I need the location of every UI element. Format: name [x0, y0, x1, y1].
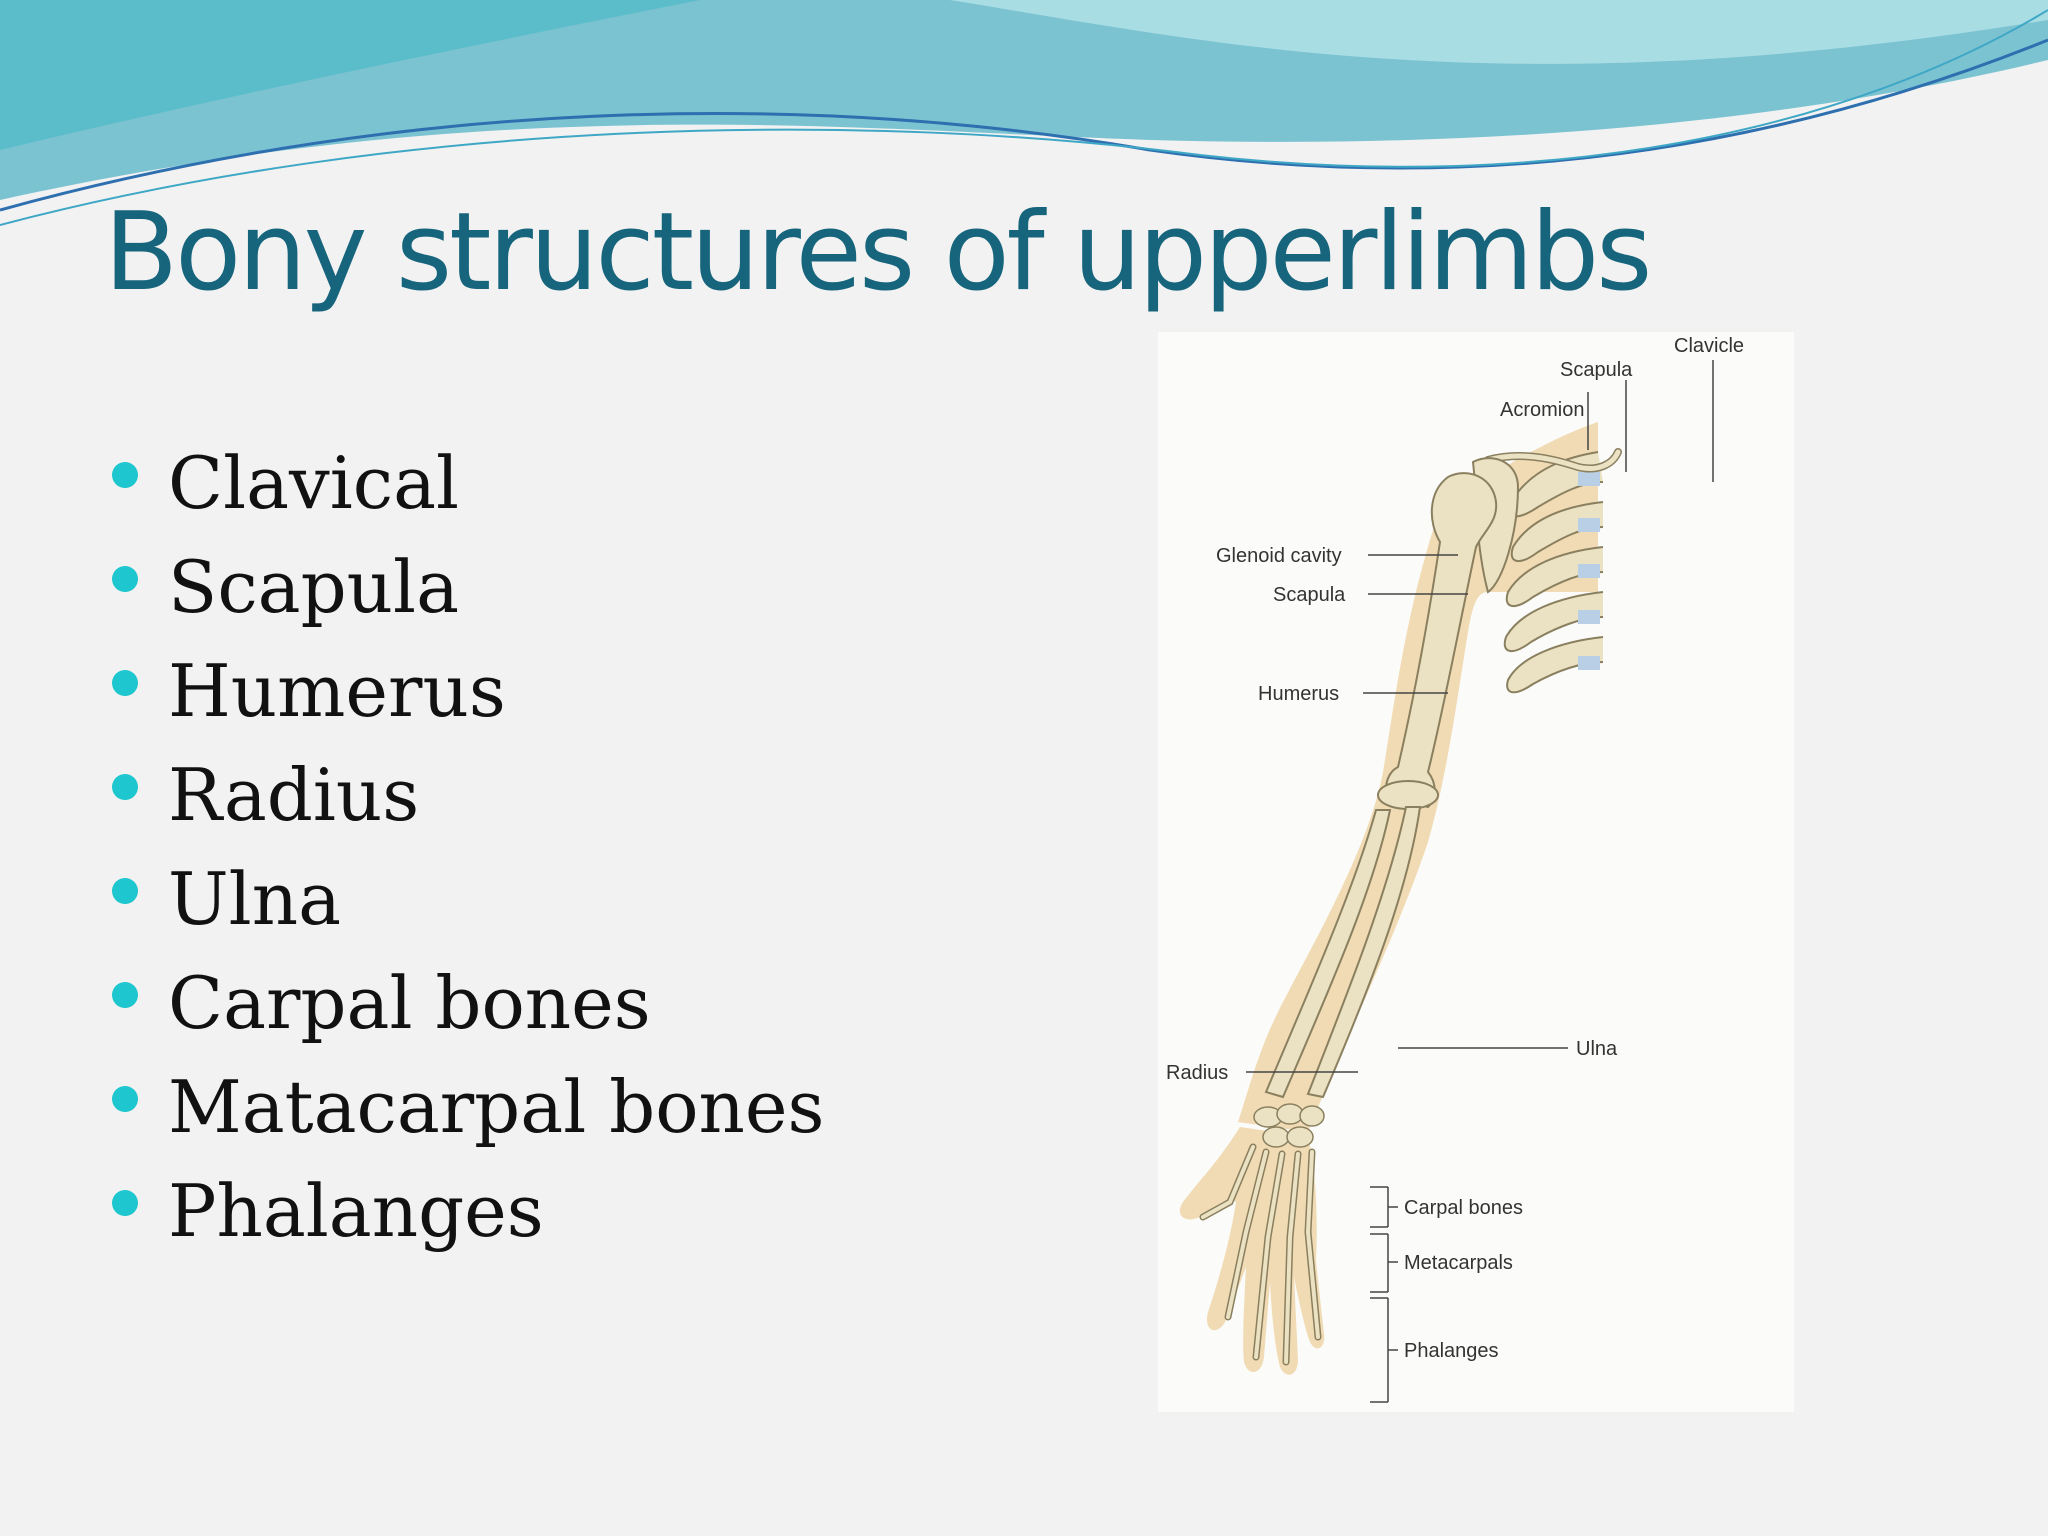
bullet-dot-icon	[112, 1190, 138, 1216]
label-phalanges: Phalanges	[1404, 1340, 1499, 1362]
label-ulna: Ulna	[1576, 1038, 1618, 1060]
bullet-dot-icon	[112, 1086, 138, 1112]
hand-silhouette	[1179, 1127, 1325, 1375]
bullet-item: Clavical	[110, 438, 824, 542]
bullet-item: Phalanges	[110, 1166, 824, 1270]
label-glenoid-cavity: Glenoid cavity	[1216, 545, 1342, 567]
bullet-dot-icon	[112, 774, 138, 800]
bullet-text: Ulna	[168, 857, 342, 941]
ulna-bone	[1306, 806, 1422, 1099]
bullet-item: Humerus	[110, 646, 824, 750]
bullet-text: Phalanges	[168, 1169, 544, 1253]
costal-cartilage	[1578, 472, 1600, 670]
label-scapula-top: Scapula	[1560, 359, 1633, 381]
label-leader-lines	[1246, 360, 1714, 1403]
bullet-text: Clavical	[168, 441, 460, 525]
header-wave-decoration	[0, 0, 2048, 226]
bullet-dot-icon	[112, 878, 138, 904]
bullet-text: Matacarpal bones	[168, 1065, 825, 1149]
bullet-text: Humerus	[168, 649, 506, 733]
label-scapula-side: Scapula	[1273, 584, 1346, 606]
label-acromion: Acromion	[1500, 399, 1584, 421]
label-carpal-bones: Carpal bones	[1404, 1197, 1523, 1219]
slide-title: Bony structures of upperlimbs	[104, 190, 1652, 315]
clavicle-bone-fill	[1485, 449, 1621, 471]
bullet-item: Ulna	[110, 854, 824, 958]
label-radius: Radius	[1166, 1062, 1228, 1084]
bullet-dot-icon	[112, 670, 138, 696]
elbow-joint	[1377, 780, 1439, 810]
bullet-item: Radius	[110, 750, 824, 854]
label-metacarpals: Metacarpals	[1404, 1252, 1513, 1274]
bullet-dot-icon	[112, 566, 138, 592]
hand-bones-fill	[1201, 1145, 1320, 1364]
bullet-text: Carpal bones	[168, 961, 651, 1045]
bullet-item: Carpal bones	[110, 958, 824, 1062]
bullet-dot-icon	[112, 982, 138, 1008]
bullet-dot-icon	[112, 462, 138, 488]
carpal-bones	[1253, 1103, 1325, 1148]
radius-bone	[1264, 809, 1392, 1099]
arm-anatomy-illustration: Clavicle Scapula Acromion Glenoid cavity…	[1158, 332, 1794, 1412]
label-clavicle: Clavicle	[1674, 335, 1744, 357]
bullet-item: Scapula	[110, 542, 824, 646]
bullet-text: Scapula	[168, 545, 459, 629]
bullet-item: Matacarpal bones	[110, 1062, 824, 1166]
bullet-text: Radius	[168, 753, 420, 837]
bullet-list: Clavical Scapula Humerus Radius Ulna Car…	[110, 438, 824, 1270]
label-humerus: Humerus	[1258, 683, 1339, 705]
